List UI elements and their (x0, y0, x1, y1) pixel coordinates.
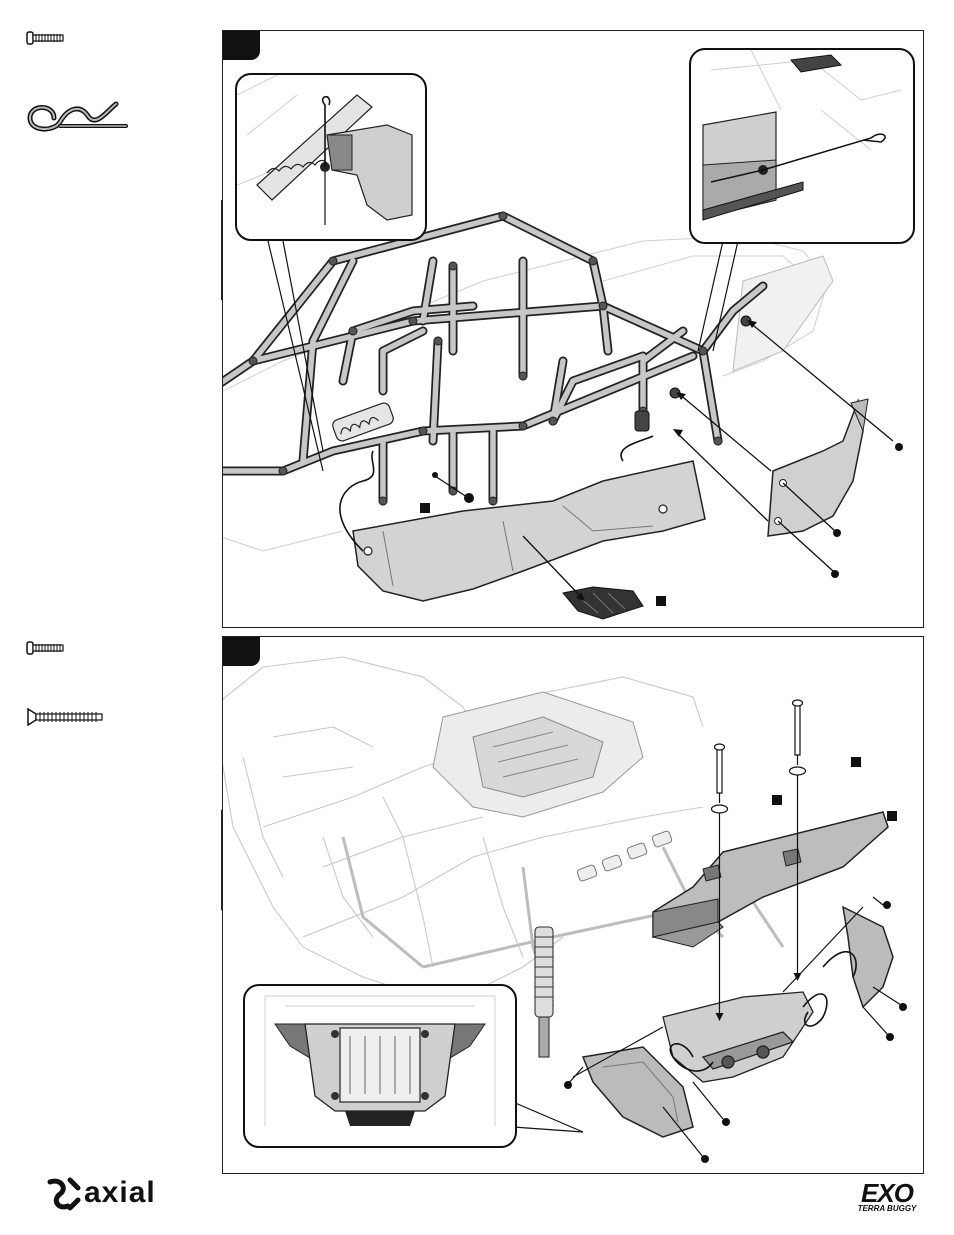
detail-callout-front-clip (235, 73, 427, 241)
step-marker (772, 795, 782, 805)
rear-side-panel (768, 401, 863, 536)
side-panel (353, 461, 705, 601)
axial-wordmark: axial (84, 1176, 156, 1210)
button-head-screw-icon (26, 30, 66, 51)
step-2-panel (222, 636, 924, 1174)
terra-buggy-wordmark: TERRA BUGGY (852, 1204, 922, 1214)
detail-callout-bumper (243, 984, 517, 1148)
exo-wordmark: EXO (852, 1180, 922, 1206)
button-head-screw-icon (26, 640, 66, 661)
body-clip-icon (24, 96, 130, 145)
right-rear-panel (843, 907, 893, 1007)
step-marker (851, 757, 861, 767)
axial-logo: axial (44, 1174, 184, 1214)
step-marker (420, 503, 430, 513)
step-marker (656, 596, 666, 606)
step-marker (887, 811, 897, 821)
step-1-panel (222, 30, 924, 628)
exo-terra-buggy-logo: EXO TERRA BUGGY (852, 1180, 922, 1216)
flat-head-screw-icon (26, 708, 106, 731)
detail-callout-rear-clip (689, 48, 915, 244)
